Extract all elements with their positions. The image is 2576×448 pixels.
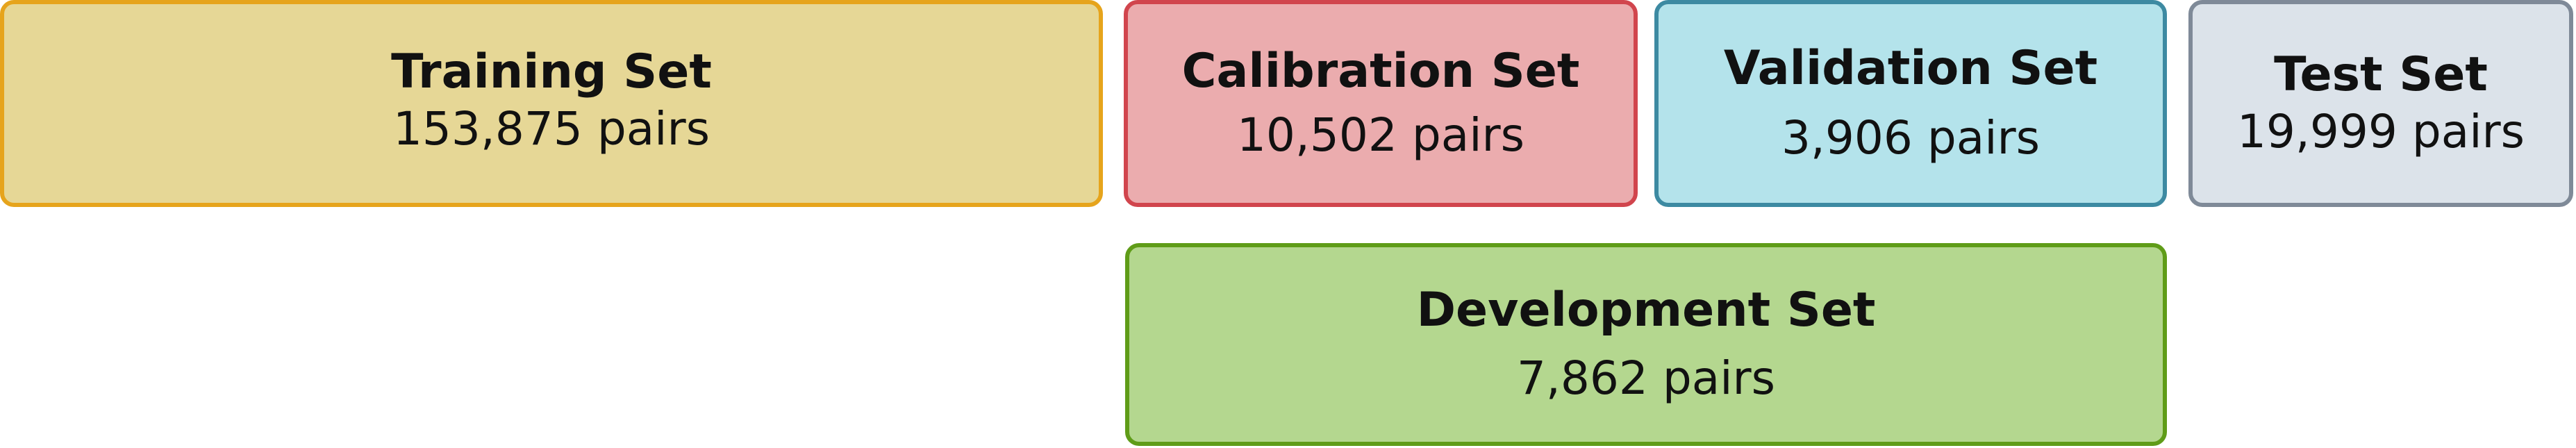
- test-set-count: 19,999 pairs: [2236, 104, 2525, 158]
- test-set-box: Test Set 19,999 pairs: [2188, 0, 2573, 207]
- development-set-title: Development Set: [1416, 282, 1876, 338]
- validation-set-title: Validation Set: [1723, 40, 2098, 96]
- test-set-title: Test Set: [2274, 47, 2488, 102]
- validation-set-count: 3,906 pairs: [1781, 110, 2041, 165]
- training-set-count: 153,875 pairs: [392, 101, 711, 156]
- calibration-set-count: 10,502 pairs: [1236, 108, 1525, 162]
- development-set-count: 7,862 pairs: [1516, 351, 1776, 405]
- development-set-box: Development Set 7,862 pairs: [1125, 243, 2167, 446]
- training-set-box: Training Set 153,875 pairs: [0, 0, 1103, 207]
- calibration-set-title: Calibration Set: [1181, 43, 1580, 99]
- training-set-title: Training Set: [391, 44, 712, 99]
- validation-set-box: Validation Set 3,906 pairs: [1654, 0, 2167, 207]
- calibration-set-box: Calibration Set 10,502 pairs: [1124, 0, 1638, 207]
